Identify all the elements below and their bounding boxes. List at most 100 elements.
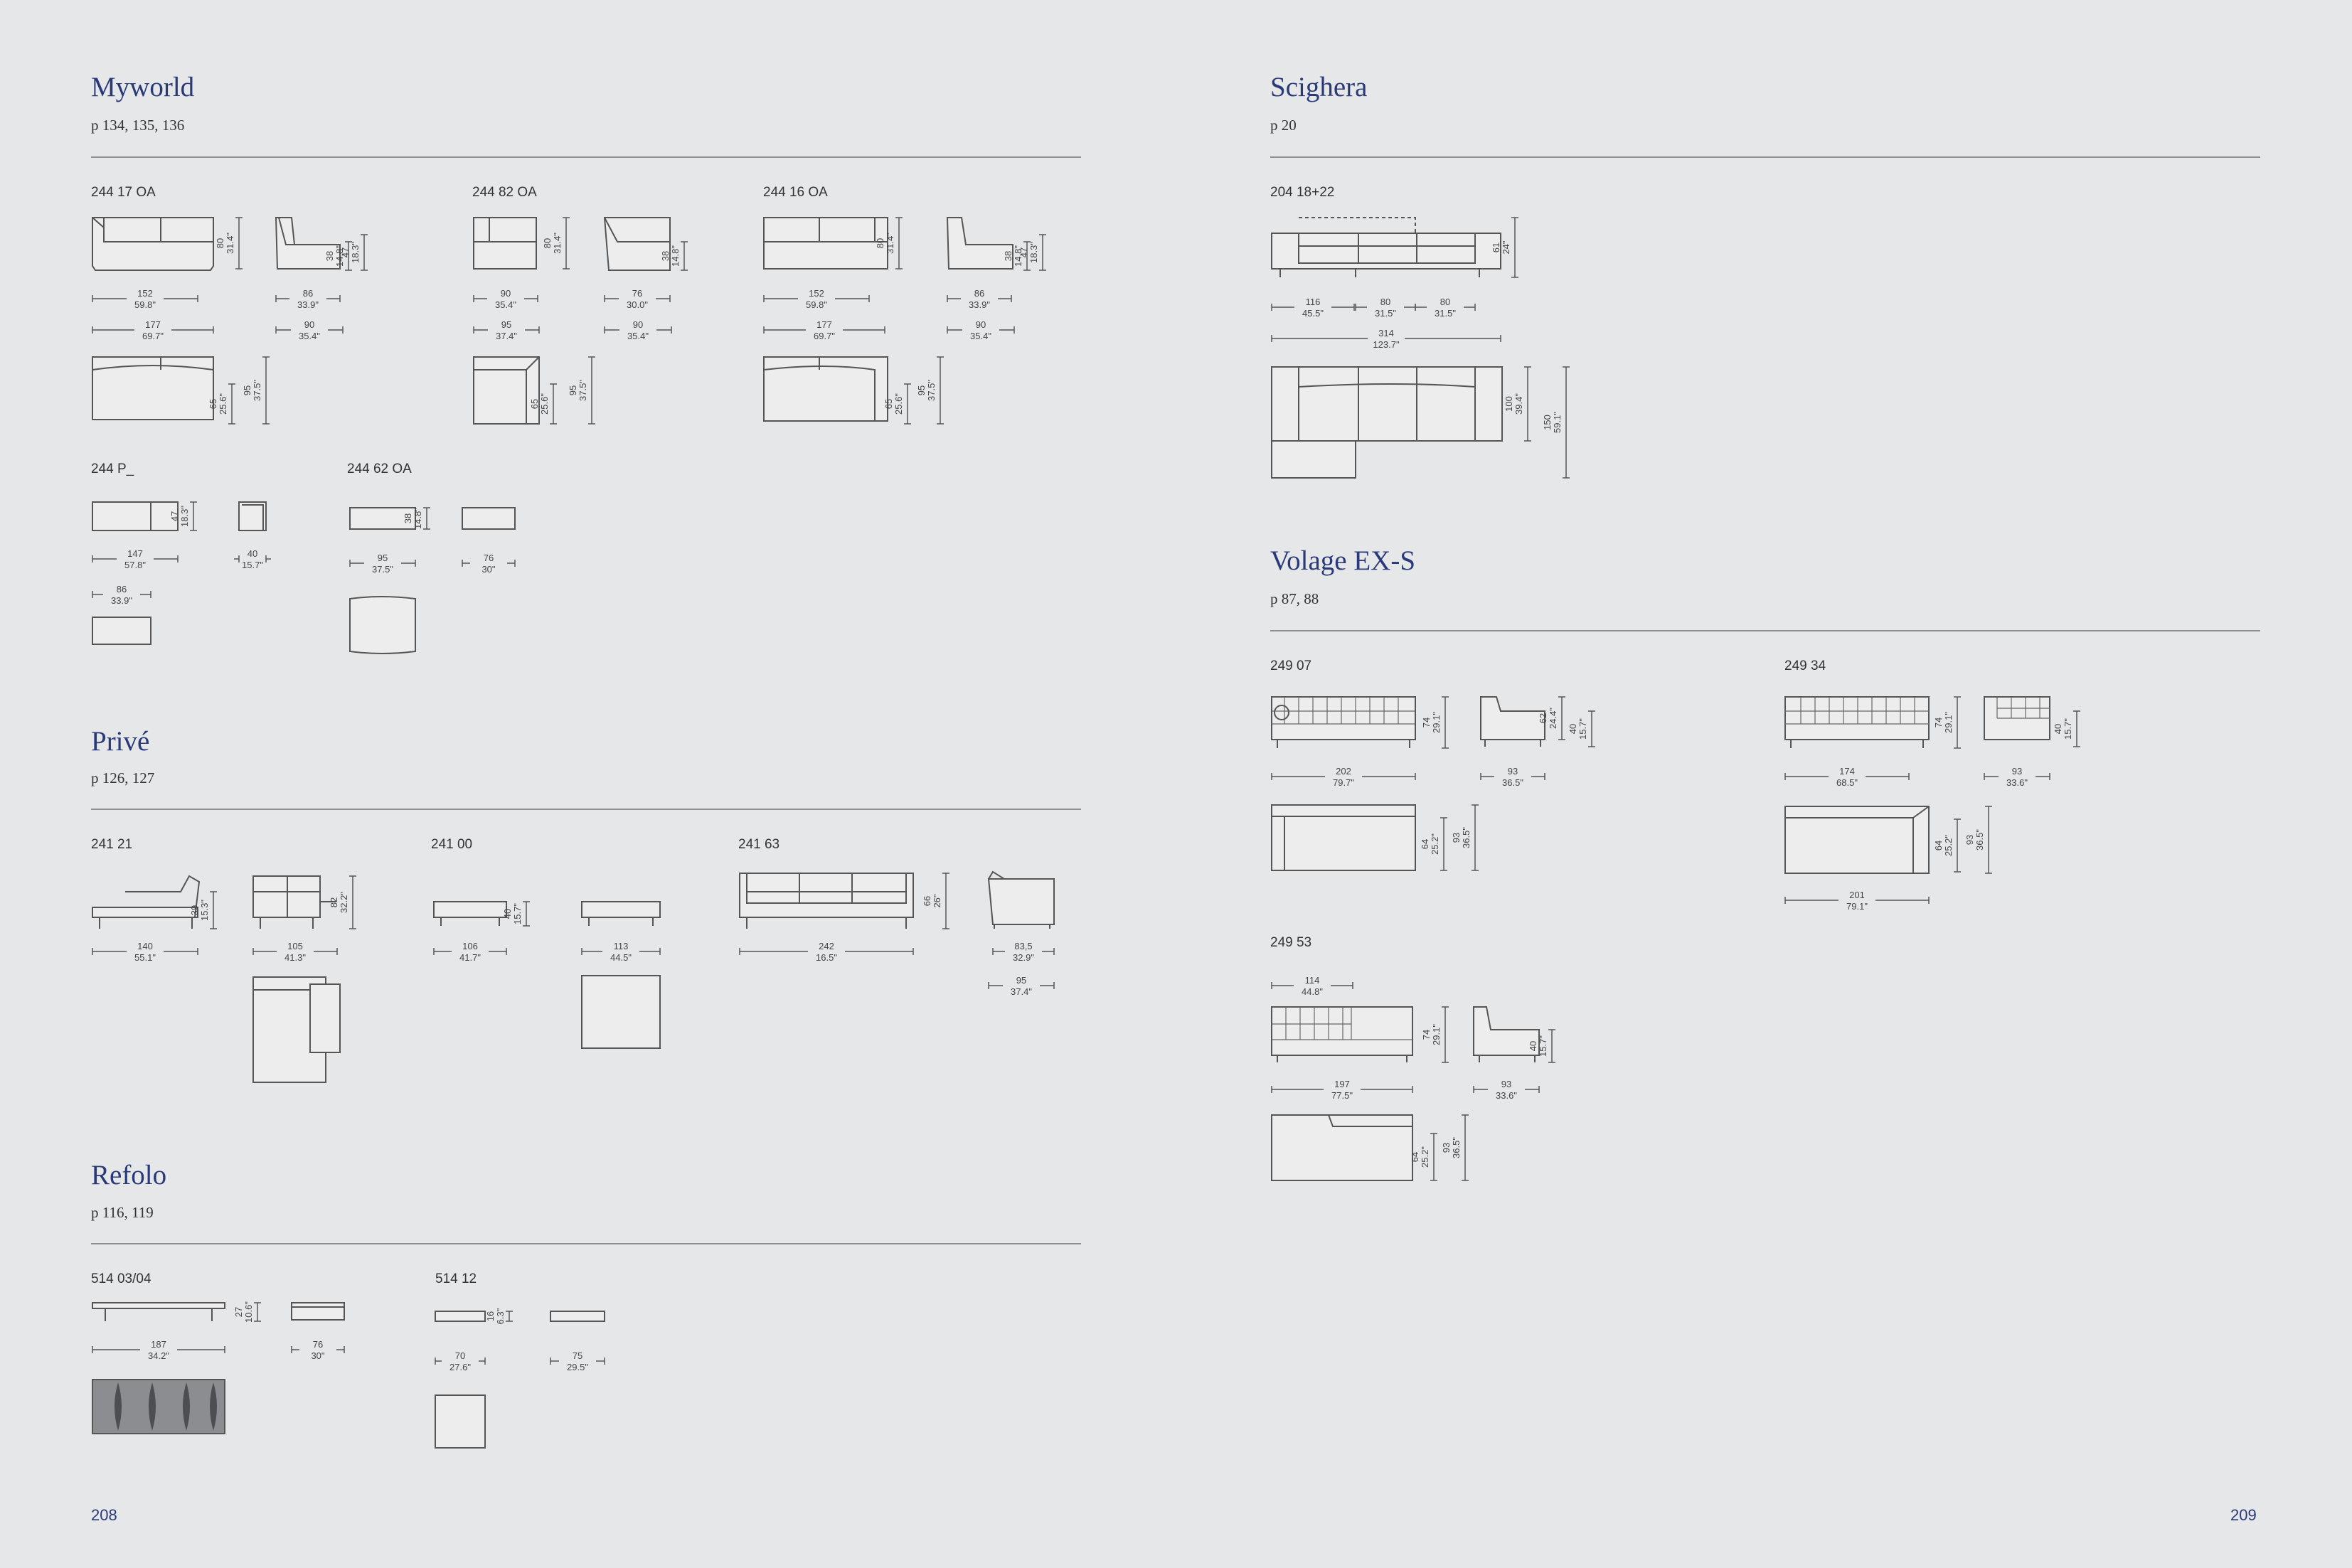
dimension-inch: 29.1" [1943,712,1954,733]
daybed-plan-view-drawing [252,976,341,1083]
dimension-cm: 47 [340,247,351,257]
dimension-inch: 37.5" [926,380,937,401]
dimension-inch: 36.5" [1502,777,1523,788]
sectional-plan-view-drawing [1271,366,1503,479]
dimension-inch: 34.2" [148,1350,169,1361]
product-code: 241 00 [431,837,473,852]
dimension-inch: 69.7" [814,331,835,341]
dimension-inch: 30" [311,1350,324,1361]
dimension-inch: 29.1" [1431,1024,1442,1045]
dimension-cm: 62 [1538,713,1548,723]
dimension-cm: 95 [242,385,252,395]
dimension-cm: 61 [1491,242,1501,252]
dimension-inch: 79.1" [1846,901,1868,912]
page-number-left: 208 [91,1506,117,1524]
dimension-inch: 36.5" [1451,1137,1462,1158]
dimension-inch: 25.6" [218,393,228,415]
dimension-cm: 83,5 [1014,941,1032,951]
corner-side-elevation-drawing [603,217,671,271]
section-title-prive: Privé [91,726,150,757]
bench-elevation-drawing [433,901,661,926]
dimension-inch: 27.6" [449,1362,471,1372]
dimension-inch: 29.5" [567,1362,588,1372]
dimension-inch: 59.1" [1552,412,1563,433]
product-code: 514 03/04 [91,1271,151,1286]
dimension-cm: 74 [1421,718,1432,727]
dimension-inch: 30.0" [627,299,648,310]
dimension-cm: 38 [660,251,671,261]
dimension-cm: 80 [1440,297,1450,307]
dimension-inch: 33.6" [1496,1090,1517,1101]
dimension-inch: 35.4" [495,299,516,310]
dimension-inch: 31.5" [1375,308,1396,319]
dimension-inch: 25.6" [893,393,904,415]
dimension-cm: 197 [1334,1079,1350,1089]
sofa-side-elevation-drawing [946,217,1013,270]
dimension-inch: 33.9" [111,595,132,606]
dimension-inch: 31.5" [1435,308,1456,319]
dimension-inch: 31.4" [885,233,895,254]
dimension-cm: 201 [1849,890,1865,900]
daybed-elevation-drawing [92,875,336,929]
dimension-cm: 95 [501,319,511,330]
dimension-inch: 15.3" [199,900,210,921]
product-code: 204 18+22 [1270,185,1335,200]
dimension-inch: 33.9" [969,299,990,310]
dimension-inch: 35.4" [970,331,991,341]
product-code: 249 07 [1270,658,1312,673]
section-title-scighera: Scighera [1270,72,1368,102]
dimension-cm: 152 [137,288,153,299]
dimension-cm: 64 [1410,1152,1420,1162]
dimension-cm: 93 [1964,835,1975,845]
dimension-inch: 45.5" [1302,308,1324,319]
dimension-inch: 77.5" [1331,1090,1353,1101]
dimension-inch: 69.7" [142,331,164,341]
dimension-inch: 44.8" [1302,986,1323,997]
dimension-inch: 14.8" [413,508,423,529]
dimension-inch: 33.9" [297,299,319,310]
section-pages-myworld: p 134, 135, 136 [91,117,185,134]
dimension-cm: 65 [208,399,218,409]
dimension-cm: 90 [633,319,643,330]
dimension-cm: 38 [324,251,335,261]
section-rule [91,1243,1081,1244]
sofa-front-elevation-drawing [739,873,914,929]
product-code: 249 53 [1270,935,1312,950]
dimension-cm: 93 [1441,1143,1452,1153]
dimension-inch: 33.6" [2006,777,2028,788]
dimension-cm: 16 [485,1311,496,1321]
dimension-inch: 16.5" [816,952,837,963]
dimension-inch: 25.2" [1430,833,1440,855]
dimension-cm: 86 [974,288,984,299]
chaise-front-elevation-drawing [1271,1006,1413,1062]
section-rule [91,809,1081,810]
dimension-inch: 37.4" [1011,986,1032,997]
chaise-plan-view-drawing [1271,1114,1413,1181]
dimension-inch: 14.8" [334,245,345,267]
dimension-inch: 25.2" [1943,835,1954,856]
section-rule [91,156,1081,158]
sofa-front-elevation-drawing [1271,696,1416,748]
dimension-cm: 93 [1501,1079,1511,1089]
dimension-cm: 76 [632,288,642,299]
dimension-inch: 25.2" [1420,1146,1430,1168]
dimension-inch: 35.4" [627,331,649,341]
dimension-inch: 15.7" [2063,718,2073,740]
dimension-inch: 59.8" [806,299,827,310]
section-pages-volage: p 87, 88 [1270,590,1319,607]
dimension-inch: 14.8" [1013,245,1023,267]
page-number-right: 209 [2230,1506,2257,1524]
section-rule [1270,156,2260,158]
dimension-inch: 14.8" [670,245,681,267]
dimension-inch: 15.7" [512,903,523,924]
dimension-inch: 41.3" [284,952,306,963]
dimension-cm: 40 [248,548,257,559]
dimension-inch: 10.6" [243,1301,254,1323]
dimension-cm: 76 [313,1339,323,1350]
product-code: 241 21 [91,837,133,852]
dimension-cm: 202 [1336,766,1351,777]
dimension-cm: 80 [1380,297,1390,307]
dimension-cm: 93 [1451,833,1462,843]
dimension-cm: 27 [233,1307,244,1317]
